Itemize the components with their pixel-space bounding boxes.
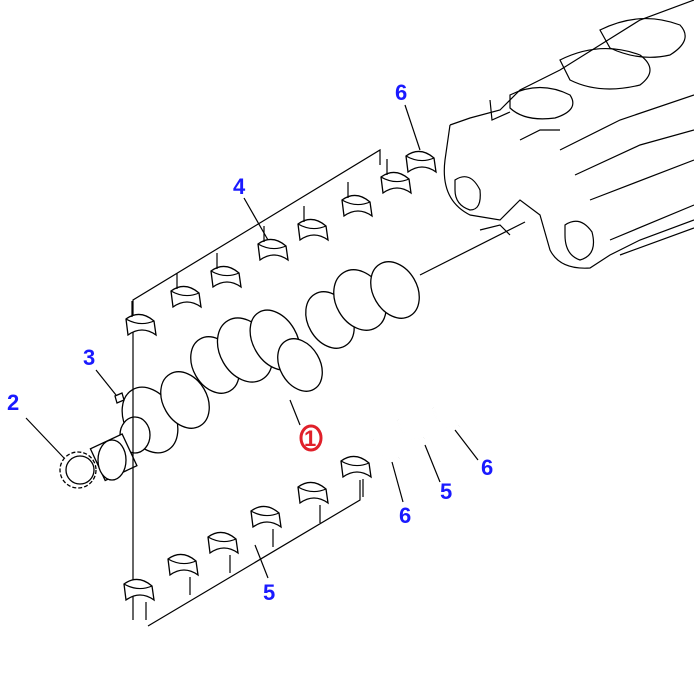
callout-6-mid: 6 xyxy=(399,503,411,528)
thrust-washer xyxy=(372,439,400,461)
lower-main-bearing xyxy=(340,455,372,479)
lower-main-bearing xyxy=(207,531,239,555)
lower-bearing-bracket xyxy=(147,480,361,627)
upper-bearing-bracket xyxy=(132,148,381,620)
lower-main-bearing xyxy=(123,578,155,602)
lower-main-bearing xyxy=(250,505,282,529)
callout-4: 4 xyxy=(233,174,246,199)
upper-main-bearing xyxy=(341,194,373,218)
upper-main-bearing xyxy=(125,313,157,337)
engine-block xyxy=(443,0,694,269)
lower-main-bearing xyxy=(167,553,199,577)
upper-main-bearing xyxy=(210,265,242,289)
axis-line xyxy=(419,221,526,276)
timing-gear xyxy=(59,433,138,489)
callout-1-circle xyxy=(299,424,323,452)
upper-main-bearing xyxy=(170,285,202,309)
callout-1: 1 xyxy=(304,426,316,451)
thrust-washer xyxy=(432,407,460,429)
upper-main-bearing xyxy=(405,150,437,174)
leader-lines xyxy=(25,104,479,579)
callout-5-right: 5 xyxy=(440,479,452,504)
callout-3: 3 xyxy=(83,345,95,370)
callout-5-bottom: 5 xyxy=(263,580,275,605)
upper-main-bearing xyxy=(257,238,289,262)
crankshaft xyxy=(114,261,420,460)
crank-web xyxy=(277,338,323,392)
lower-main-bearing xyxy=(297,481,329,505)
upper-main-bearing xyxy=(380,171,412,195)
callout-2: 2 xyxy=(7,390,19,415)
crank-web xyxy=(160,371,210,429)
callout-6-top: 6 xyxy=(395,80,407,105)
callout-6-right: 6 xyxy=(481,455,493,480)
thrust-washer xyxy=(397,419,425,441)
crank-web xyxy=(370,261,420,319)
key xyxy=(114,392,125,404)
upper-main-bearing xyxy=(297,218,329,242)
